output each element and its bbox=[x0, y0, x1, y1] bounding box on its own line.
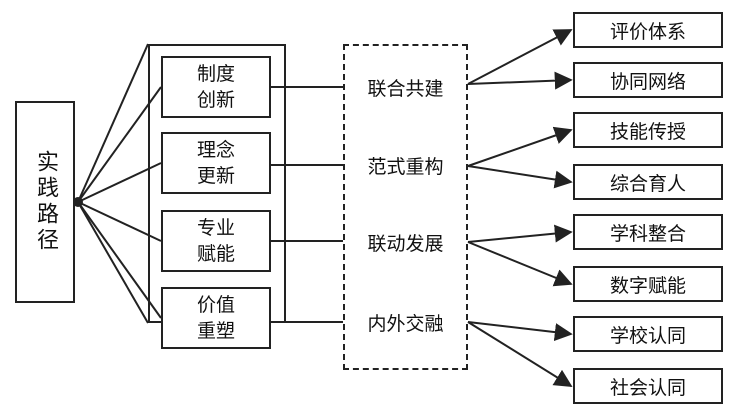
root-node: 实践路径 bbox=[15, 101, 75, 303]
strategy-label: 内外交融 bbox=[367, 312, 444, 335]
outcome-arrow bbox=[467, 71, 573, 90]
dimension-node: 专业 赋能 bbox=[161, 210, 271, 272]
dimension-label-line: 更新 bbox=[196, 165, 235, 187]
dimension-label-line: 专业 bbox=[196, 217, 235, 239]
outcome-node: 数字赋能 bbox=[573, 266, 723, 302]
dimension-node: 价值 重塑 bbox=[161, 287, 271, 349]
strategy-frame bbox=[343, 44, 468, 370]
outcome-node: 学科整合 bbox=[573, 214, 723, 250]
outcome-node: 综合育人 bbox=[573, 164, 723, 200]
outcome-node: 学校认同 bbox=[573, 316, 723, 352]
fan-hub bbox=[73, 197, 83, 207]
fan-line bbox=[77, 162, 162, 203]
fan-line bbox=[77, 86, 162, 203]
dimension-node: 理念 更新 bbox=[161, 132, 271, 194]
dimension-label-line: 价值 bbox=[196, 294, 235, 316]
strategy-label: 联合共建 bbox=[367, 77, 444, 100]
outcome-arrow bbox=[467, 241, 573, 287]
dimension-label-line: 制度 bbox=[196, 63, 235, 85]
dimension-label-line: 重塑 bbox=[196, 320, 235, 342]
outcome-node: 协同网络 bbox=[573, 62, 723, 98]
strategy-label: 联动发展 bbox=[367, 232, 444, 255]
dimension-label-line: 创新 bbox=[196, 89, 235, 111]
outcome-arrow bbox=[467, 165, 573, 189]
fan-line bbox=[77, 201, 162, 319]
fan-line bbox=[77, 201, 162, 242]
outcome-arrow bbox=[467, 29, 573, 85]
outcome-arrow bbox=[467, 321, 573, 387]
root-label: 实践路径 bbox=[33, 150, 58, 254]
outcome-arrow bbox=[467, 224, 573, 243]
strategy-label: 范式重构 bbox=[367, 155, 444, 178]
outcome-node: 社会认同 bbox=[573, 368, 723, 404]
outcome-arrow bbox=[467, 126, 573, 167]
dimension-node: 制度 创新 bbox=[161, 56, 271, 118]
fan-line bbox=[77, 201, 149, 324]
outcome-node: 评价体系 bbox=[573, 12, 723, 48]
dimension-label-line: 理念 bbox=[196, 139, 235, 161]
fan-line bbox=[77, 43, 149, 203]
dimension-label-line: 赋能 bbox=[196, 243, 235, 265]
outcome-arrow bbox=[467, 321, 573, 342]
outcome-node: 技能传授 bbox=[573, 112, 723, 148]
